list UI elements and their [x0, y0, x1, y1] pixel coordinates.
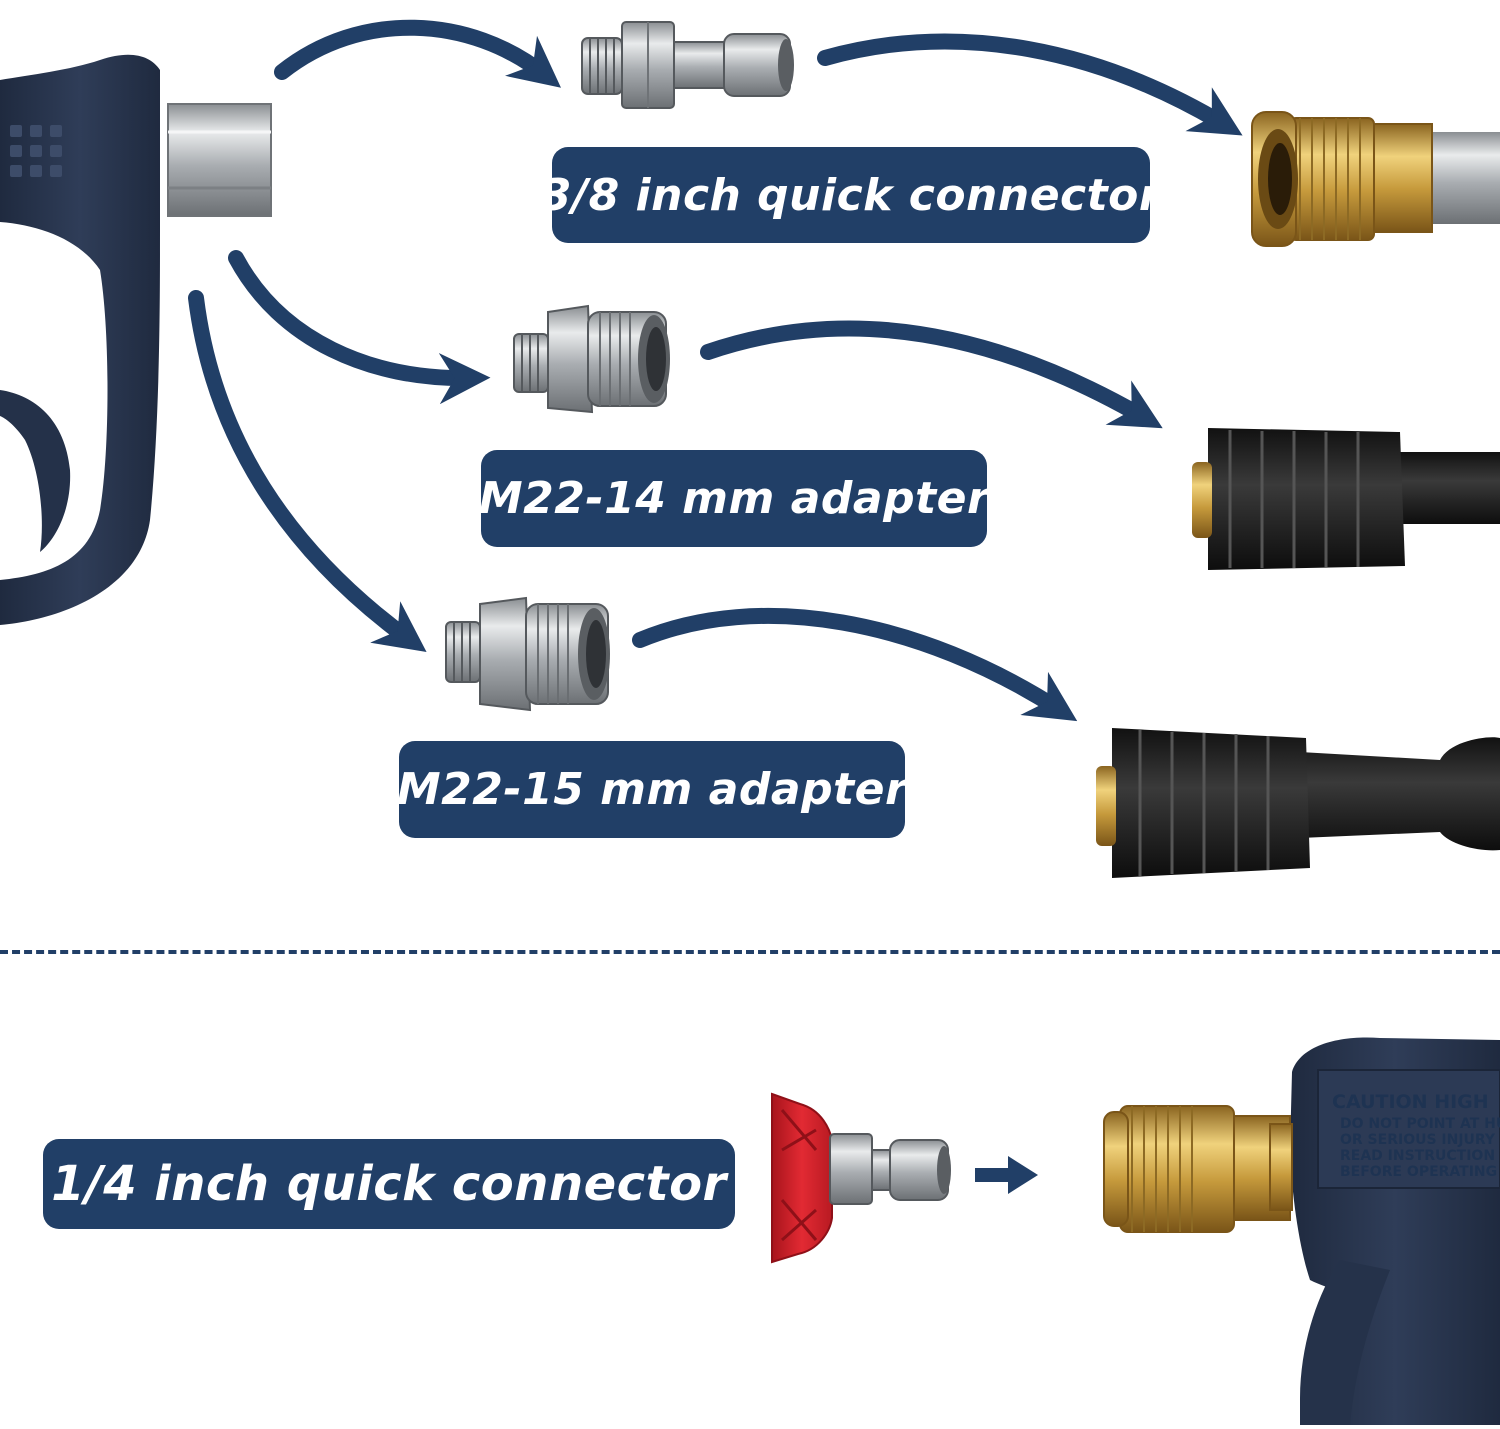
label-m22-14-text: M22-14 mm adapter [478, 473, 990, 524]
adapter-icon [445, 596, 610, 712]
label-m22-14-adapter: M22-14 mm adapter [478, 450, 990, 547]
label-m22-15-text: M22-15 mm adapter [396, 764, 908, 815]
spray-gun-icon: CAUTION HIGH DO NOT POINT AT HU OR SERIO… [1103, 1037, 1500, 1425]
caution-line-5: BEFORE OPERATING [1340, 1164, 1497, 1180]
caution-line-4: READ INSTRUCTION [1340, 1148, 1495, 1164]
brass-coupler-icon [1251, 111, 1500, 247]
label-1-4-text: 1/4 inch quick connector [51, 1156, 727, 1212]
label-3-8-quick-connector: 3/8 inch quick connector [541, 147, 1161, 243]
caution-line-2: DO NOT POINT AT HU [1340, 1116, 1500, 1132]
spray-gun-icon [0, 54, 272, 625]
hose-nut-icon [1192, 428, 1500, 570]
caution-line-1: CAUTION HIGH [1332, 1091, 1489, 1113]
caution-line-3: OR SERIOUS INJURY [1340, 1132, 1496, 1148]
hose-nut-icon [1096, 728, 1500, 878]
quick-plug-icon [581, 21, 794, 109]
label-3-8-text: 3/8 inch quick connector [540, 169, 1162, 221]
arrow-icon [975, 1156, 1038, 1194]
label-m22-15-adapter: M22-15 mm adapter [396, 741, 908, 838]
arrow-icon [188, 19, 1243, 722]
adapter-icon [513, 304, 670, 414]
nozzle-icon [771, 1092, 951, 1264]
label-1-4-quick-connector: 1/4 inch quick connector [43, 1139, 735, 1229]
section-divider [0, 950, 1500, 954]
